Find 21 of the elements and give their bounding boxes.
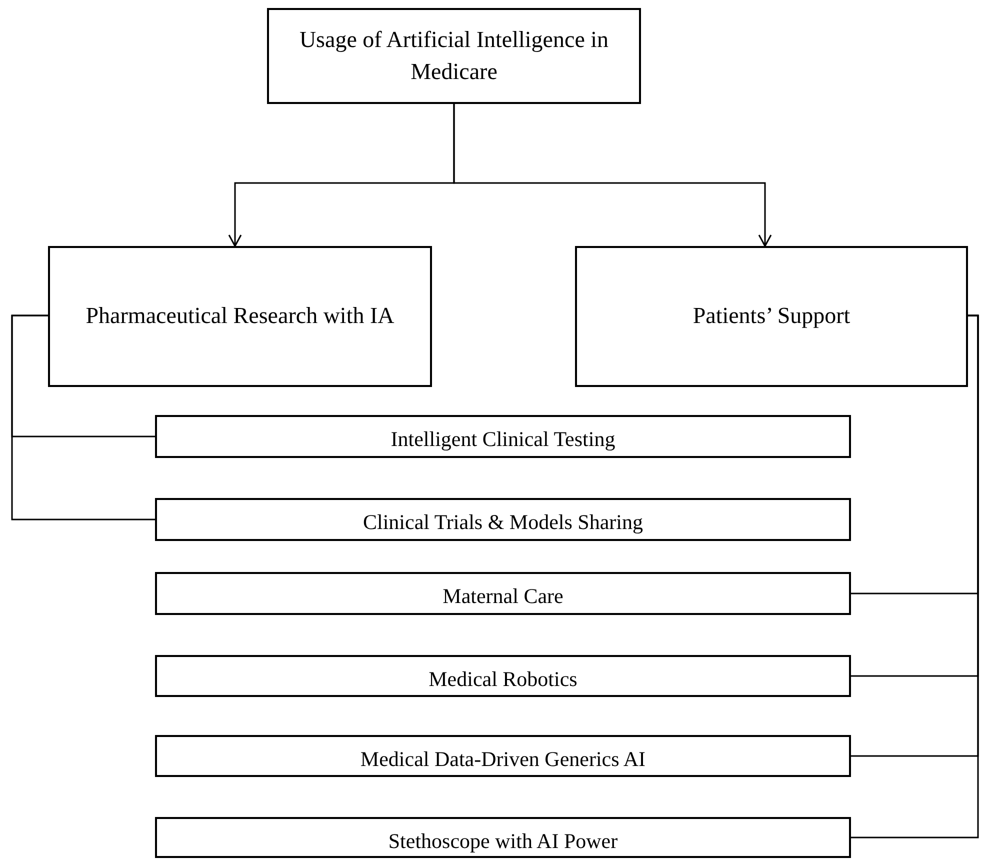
connector — [453, 104, 772, 247]
box-label: Medical Robotics — [428, 666, 578, 693]
box-label: Patients’ Support — [692, 302, 850, 330]
box-label: Clinical Trials & Models Sharing — [362, 509, 643, 536]
category-box — [155, 415, 851, 458]
category-box — [155, 498, 851, 541]
box-label: Usage of Artificial Intelligence in Medicare — [298, 26, 610, 86]
box-label: Medical Data-Driven Generics AI — [360, 746, 646, 773]
connector — [11, 314, 155, 520]
box-label: Pharmaceutical Research with IA — [86, 302, 394, 330]
box-label: Maternal Care — [442, 583, 564, 610]
category-box — [267, 8, 641, 104]
category-box — [155, 655, 851, 697]
category-box — [155, 735, 851, 777]
category-box — [155, 817, 851, 858]
box-label: Intelligent Clinical Testing — [390, 426, 616, 453]
connector — [851, 314, 979, 838]
category-box — [48, 246, 432, 387]
category-box — [575, 246, 968, 387]
box-label: Stethoscope with AI Power — [388, 828, 618, 855]
category-box — [155, 572, 851, 615]
